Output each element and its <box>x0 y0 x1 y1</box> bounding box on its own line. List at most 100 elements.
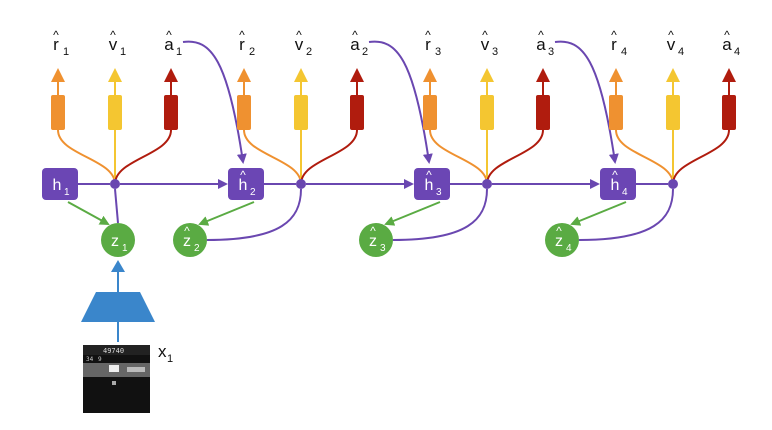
hidden-label-2-sub: 2 <box>250 187 256 198</box>
latent-label-4-hat: ^ <box>556 224 562 238</box>
value-head-1 <box>108 95 122 130</box>
hidden-label-2-hat: ^ <box>240 168 246 182</box>
action-curve-2 <box>300 129 358 185</box>
action-to-hidden-2 <box>182 40 247 164</box>
action-arrow-head-2 <box>350 68 364 82</box>
value-head-3 <box>480 95 494 130</box>
action-label-1: a^1 <box>164 28 182 58</box>
reward-label-1: r^1 <box>53 28 69 58</box>
action-curve-4 <box>672 129 730 185</box>
reward-label-2: r^2 <box>239 28 255 58</box>
hidden-node-4 <box>600 168 636 200</box>
reward-arrow-head-1 <box>51 68 65 82</box>
hidden-node-3 <box>414 168 450 200</box>
value-arrow-head-4 <box>666 68 680 82</box>
value-label-3-hat: ^ <box>482 28 488 42</box>
hidden-label-4: h^ 4 <box>611 168 628 198</box>
action-label-1-sub: 1 <box>176 46 182 58</box>
frame-lives: 34 <box>86 356 94 363</box>
value-label-2-sub: 2 <box>306 46 312 58</box>
value-label-1-hat: ^ <box>110 28 116 42</box>
reward-label-4: r^ 4 <box>611 28 627 58</box>
action-label-3-hat: ^ <box>538 28 544 42</box>
hidden-to-latent-2 <box>198 201 255 226</box>
action-arrow-head-3 <box>536 68 550 82</box>
value-arrow-head-3 <box>480 68 494 82</box>
hidden-to-latent-3 <box>384 201 441 226</box>
action-label-2: a^2 <box>350 28 368 58</box>
reward-label-4-text: r <box>611 35 617 54</box>
reward-arrow-head-3 <box>423 68 437 82</box>
value-label-1-sub: 1 <box>120 46 126 58</box>
reward-label-1-text: r <box>53 35 59 54</box>
frame-level: 9 <box>98 356 102 363</box>
action-label-4: a^4 <box>722 28 740 58</box>
action-label-4-hat: ^ <box>724 28 730 42</box>
reward-label-2-sub: 2 <box>249 46 255 58</box>
reward-label-1-sub: 1 <box>63 46 69 58</box>
action-arrow-head-4 <box>722 68 736 82</box>
frame-player <box>109 365 119 372</box>
action-label-3: a^3 <box>536 28 554 58</box>
latent-label-2-hat: ^ <box>184 224 190 238</box>
action-label-2-sub: 2 <box>362 46 368 58</box>
action-head-3 <box>536 95 550 130</box>
reward-arrow-head-2 <box>237 68 251 82</box>
latent-label-3: z^3 <box>369 224 386 254</box>
latent-to-dot-2 <box>206 188 302 241</box>
latent-label-3-text: z <box>369 233 377 250</box>
hidden-label-4-hat: ^ <box>612 168 618 182</box>
hidden-label-4-text: h <box>611 177 620 194</box>
reward-curve-3 <box>429 129 488 185</box>
input-label-text: x <box>158 342 167 361</box>
action-head-4 <box>722 95 736 130</box>
action-arrow-head-1 <box>164 68 178 82</box>
reward-curve-4 <box>615 129 674 185</box>
action-to-hidden-3 <box>368 40 433 164</box>
hidden-label-3: h^3 <box>425 168 442 198</box>
reward-label-3-hat: ^ <box>425 28 431 42</box>
action-label-4-text: a <box>722 35 732 54</box>
action-curve-1 <box>114 129 172 185</box>
latent-label-4-sub: 4 <box>566 243 572 254</box>
reward-label-3-sub: 3 <box>435 46 441 58</box>
action-label-3-sub: 3 <box>548 46 554 58</box>
encoder-arrow-head <box>111 260 125 272</box>
value-label-4-sub: 4 <box>678 46 684 58</box>
reward-label-3: r^ 3 <box>425 28 441 58</box>
reward-curve-1 <box>57 129 116 185</box>
latent-label-4: z^4 <box>555 224 572 254</box>
latent-label-2: z^2 <box>183 224 200 254</box>
reward-label-4-sub: 4 <box>621 46 627 58</box>
value-arrow-head-1 <box>108 68 122 82</box>
hidden-label-3-sub: 3 <box>436 187 442 198</box>
action-head-2 <box>350 95 364 130</box>
merge-dot-3 <box>482 179 492 189</box>
latent-node-2 <box>173 223 207 257</box>
merge-dot-4 <box>668 179 678 189</box>
latent-label-2-sub: 2 <box>194 243 200 254</box>
action-head-1 <box>164 95 178 130</box>
frame-bird <box>112 381 116 385</box>
reward-curve-2 <box>243 129 302 185</box>
reward-label-3-text: r <box>425 35 431 54</box>
hidden-label-1-text: h <box>53 177 62 194</box>
hidden-label-3-text: h <box>425 177 434 194</box>
hidden-label-4-sub: 4 <box>622 187 628 198</box>
latent-label-1-text: z <box>111 233 119 250</box>
value-head-2 <box>294 95 308 130</box>
action-to-hidden-4 <box>554 40 619 164</box>
value-arrow-head-2 <box>294 68 308 82</box>
reward-label-4-hat: ^ <box>611 28 617 42</box>
action-label-2-text: a <box>350 35 360 54</box>
value-label-3-sub: 3 <box>492 46 498 58</box>
frame-igloo <box>127 367 145 372</box>
frame-bg <box>83 345 150 413</box>
hidden-label-2-text: h <box>239 177 248 194</box>
reward-label-2-text: r <box>239 35 245 54</box>
input-label-sub: 1 <box>167 353 173 365</box>
latent-node-4 <box>545 223 579 257</box>
